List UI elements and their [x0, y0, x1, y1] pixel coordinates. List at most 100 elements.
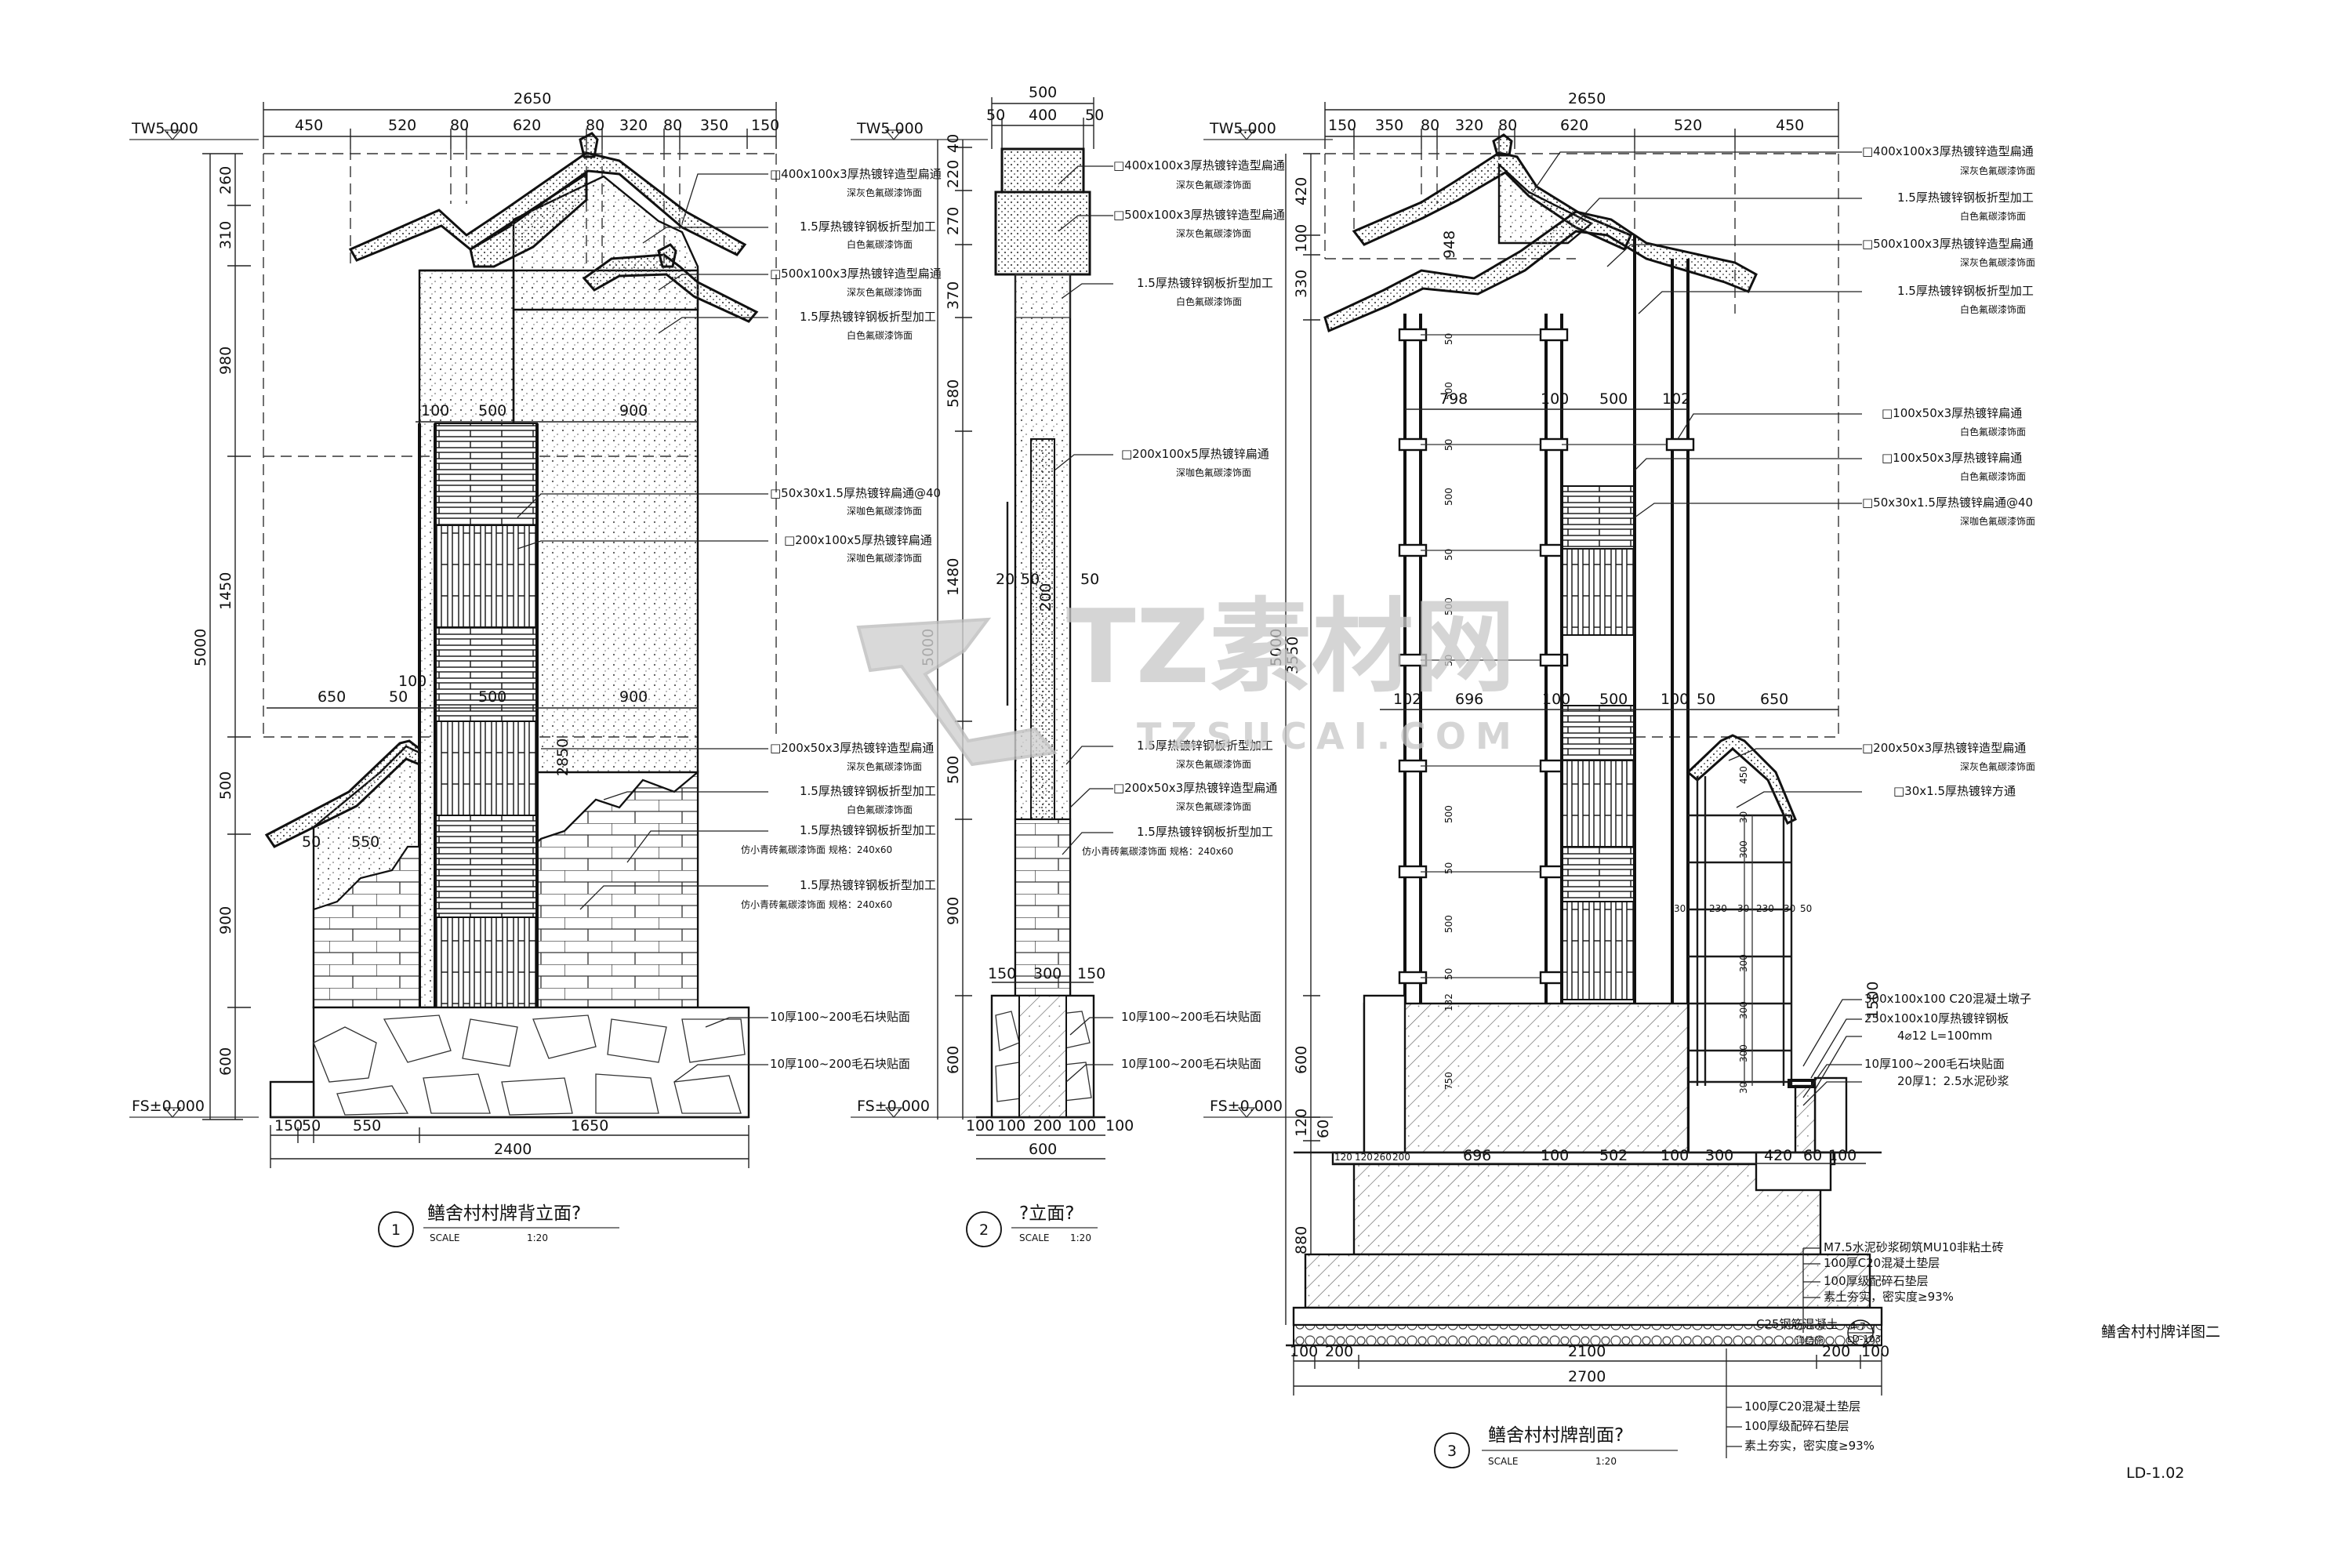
- view3-found-note: 素土夯实，密实度≥93%: [1824, 1290, 1954, 1304]
- view1-note-line: 白色氟碳漆饰面: [847, 238, 913, 250]
- view2-title: 2 ?立面? SCALE 1:20: [966, 1203, 1098, 1247]
- view3-dim-left: 60: [1315, 1120, 1332, 1138]
- view1-dim-inner: 100: [398, 673, 426, 690]
- view1-dim-left-total: 5000: [192, 629, 209, 666]
- view3-dim-base: 300: [1705, 1147, 1733, 1164]
- view2-cap-top: [1000, 147, 1085, 194]
- view3-dim-inner: 798: [1439, 390, 1468, 408]
- view3-roof-upper: [1352, 151, 1632, 251]
- view3-detail-ref: 4-7: [1850, 1321, 1866, 1332]
- view3-note-line: □100x50x3厚热镀锌扁通: [1882, 451, 2022, 465]
- view1-note-line: 深咖色氟碳漆饰面: [847, 505, 922, 517]
- view3-dim-inner: 102: [1662, 390, 1690, 408]
- view3-bottom-note: 100厚C20混凝土垫层: [1744, 1399, 1860, 1414]
- view3-dim-base: 420: [1764, 1147, 1792, 1164]
- view3-found-note: 100厚级配碎石垫层: [1824, 1274, 1929, 1288]
- view3-base-dims: 120 120 260 200 696 100 502 100 300 420 …: [1334, 1147, 1857, 1164]
- view2-dim-top: 400: [1029, 107, 1057, 124]
- view3-dim-inner: 50: [1697, 691, 1715, 708]
- view2-note-line: □200x50x3厚热镀锌造型扁通: [1113, 781, 1277, 795]
- view2-dim-bottom: 100: [1068, 1117, 1096, 1134]
- view3-dim-base: 100: [1541, 1147, 1569, 1164]
- view2-dim-inner: 20: [996, 571, 1014, 588]
- view1-note-line: 深灰色氟碳漆饰面: [847, 761, 922, 772]
- view2-dim-left: 900: [945, 897, 962, 925]
- view1-note-line: 深灰色氟碳漆饰面: [847, 287, 922, 298]
- view2-dim-left: 370: [945, 281, 962, 310]
- view3-dim-side: 30: [1674, 903, 1686, 914]
- view3-dim-inner: 100: [1661, 691, 1689, 708]
- view1-dim-inner: 50: [389, 688, 408, 706]
- view1-dim-left: 980: [217, 347, 234, 375]
- view3-base-note: 250x100x10厚热镀锌钢板: [1864, 1011, 2009, 1025]
- view2-notes: □400x100x3厚热镀锌造型扁通 深灰色氟碳漆饰面 □500x100x3厚热…: [1082, 158, 1285, 1071]
- view2-dim-inner: 150: [1077, 965, 1105, 982]
- sheet-title: 鳝舍村村牌详图二: [2101, 1323, 2220, 1341]
- view3-note-line: □50x30x1.5厚热镀锌扁通@40: [1862, 495, 2033, 510]
- view3-note-line: 白色氟碳漆饰面: [1960, 303, 2026, 315]
- view3-note-line: □200x50x3厚热镀锌造型扁通: [1862, 741, 2026, 755]
- view3-scale-value: 1:20: [1595, 1456, 1617, 1467]
- view2-dim-bottom: 100: [997, 1117, 1025, 1134]
- view2-note-line: 深灰色氟碳漆饰面: [1176, 228, 1251, 239]
- view3-dim-inner: 650: [1760, 691, 1788, 708]
- view2-note-line: 深灰色氟碳漆饰面: [1176, 801, 1251, 812]
- view3-dim-base: 100: [1828, 1147, 1857, 1164]
- view1-level-top-label: TW5.000: [131, 120, 198, 137]
- view2-note-line: 1.5厚热镀锌钢板折型加工: [1137, 276, 1273, 290]
- view3-level-top: TW5.000: [1203, 120, 1333, 141]
- view2-note-line: 仿小青砖氟碳漆饰面 规格：240x60: [1082, 845, 1233, 857]
- view3-dim-bottom: 100: [1290, 1343, 1318, 1360]
- view2-dim-top: 50: [986, 107, 1005, 124]
- view3-dim-left: 330: [1293, 270, 1310, 298]
- view2-note-line: 1.5厚热镀锌钢板折型加工: [1137, 825, 1273, 839]
- view1-note-line: 白色氟碳漆饰面: [847, 804, 913, 815]
- view3-base-note: 4⌀12 L=100mm: [1897, 1029, 1992, 1043]
- watermark-main: TZ素材网: [1066, 587, 1515, 706]
- view3-notes: □400x100x3厚热镀锌造型扁通 深灰色氟碳漆饰面 1.5厚热镀锌钢板折型加…: [1862, 144, 2035, 798]
- view1-dim-bottom: 1650: [571, 1117, 608, 1134]
- view2-note-line: 深咖色氟碳漆饰面: [1176, 466, 1251, 478]
- view3-level-bottom-label: FS±0.000: [1210, 1098, 1283, 1115]
- view3-dim-side: 300: [1738, 1001, 1749, 1019]
- view1-title-number: 1: [391, 1221, 401, 1239]
- sheet-number: LD-1.02: [2126, 1465, 2184, 1482]
- view2-dim-bottom: 600: [1029, 1141, 1057, 1158]
- view1-dim-inner: 100: [421, 402, 449, 419]
- view1-dim-top: 80: [586, 117, 604, 134]
- view1-dim-top-total: 2650: [514, 90, 551, 107]
- view3-dim-left: 880: [1293, 1226, 1310, 1254]
- view3-dim-col: 50: [1443, 862, 1454, 874]
- view3-dim-col: 500: [1443, 805, 1454, 823]
- view1-dim-inner: 900: [619, 402, 648, 419]
- view2-level-bottom: FS±0.000: [851, 1098, 988, 1119]
- view3-note-line: 白色氟碳漆饰面: [1960, 470, 2026, 482]
- view3-dim-top: 80: [1498, 117, 1517, 134]
- view3-detail-callout: 4-7 LD-103: [1847, 1319, 1881, 1346]
- view3-dim-top: 150: [1328, 117, 1356, 134]
- view3-note-line: 深灰色氟碳漆饰面: [1960, 761, 2035, 772]
- view2-dim-inner: 50: [1080, 571, 1099, 588]
- view2-dim-inner: 300: [1033, 965, 1062, 982]
- view1-note-line: 1.5厚热镀锌钢板折型加工: [800, 784, 936, 798]
- view3-dim-bottom: 2100: [1568, 1343, 1606, 1360]
- view3-annex-frame: [1688, 776, 1793, 1086]
- view3-note-line: 深咖色氟碳漆饰面: [1960, 515, 2035, 527]
- view3-dim-top: 320: [1455, 117, 1483, 134]
- view1-title: 1 鳝舍村村牌背立面? SCALE 1:20: [378, 1203, 619, 1247]
- view2-dim-left: 500: [945, 756, 962, 784]
- view3-dim-base: 696: [1463, 1147, 1491, 1164]
- view1-main-roof: [348, 151, 747, 262]
- view2-note-line: 深灰色氟碳漆饰面: [1176, 180, 1251, 191]
- view1-brick-panel: [512, 770, 699, 1009]
- view1-scale-label: SCALE: [430, 1232, 459, 1243]
- view1-dim-inner: 550: [351, 833, 379, 851]
- view1-dim-top: 450: [295, 117, 323, 134]
- view3-title-number: 3: [1447, 1443, 1457, 1460]
- view1-dim-inner: 50: [302, 833, 321, 851]
- view1-note-line: □50x30x1.5厚热镀锌扁通@40: [770, 486, 941, 500]
- view3-dim-inner: 102: [1393, 691, 1421, 708]
- view3-dim-side: 50: [1800, 903, 1812, 914]
- view2-note-line: 1.5厚热镀锌钢板折型加工: [1137, 739, 1273, 753]
- view2-dim-top: 50: [1085, 107, 1104, 124]
